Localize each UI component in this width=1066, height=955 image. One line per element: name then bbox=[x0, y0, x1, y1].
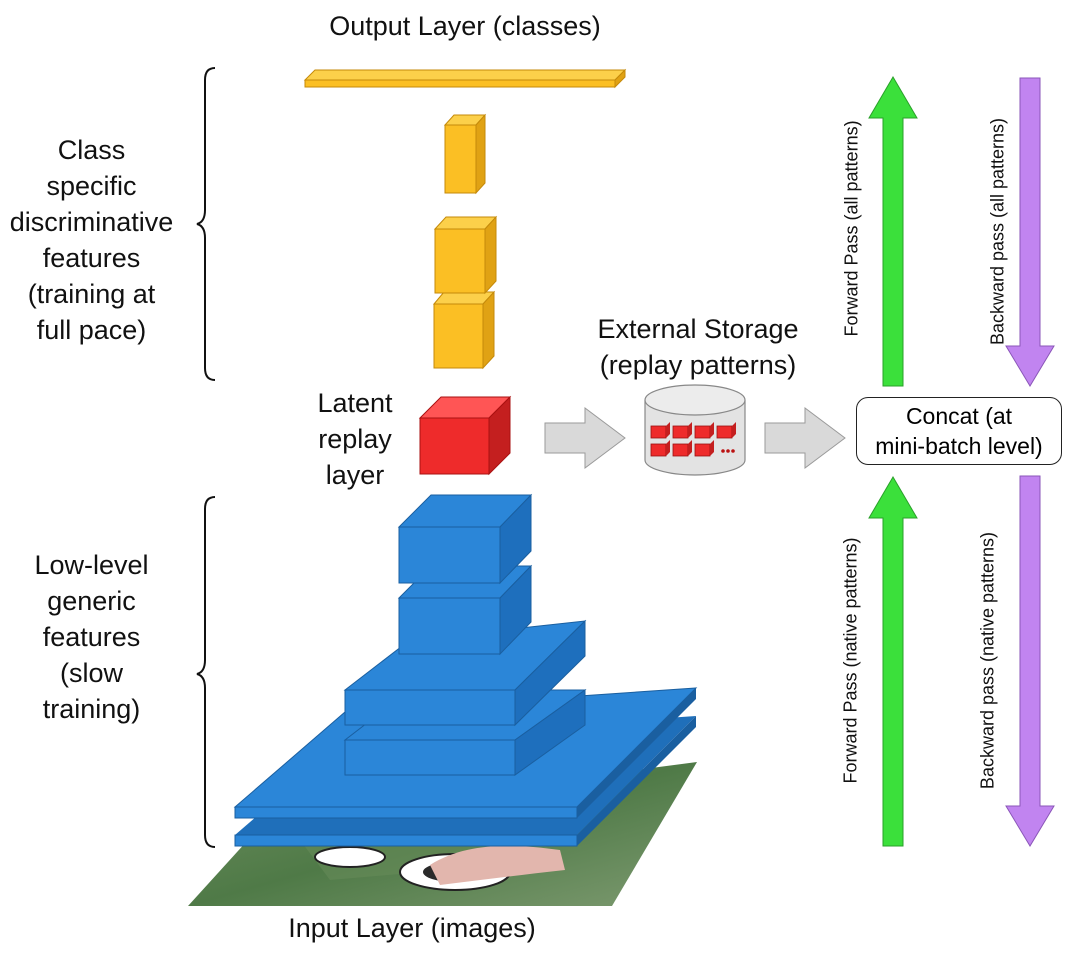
lowlevel-layers bbox=[233, 493, 698, 847]
backward-all-label: Backward pass (all patterns) bbox=[987, 117, 1008, 346]
external-storage-icon bbox=[644, 384, 746, 476]
output-layer-label: Output Layer (classes) bbox=[329, 11, 601, 41]
concat-box: Concat (at mini-batch level) bbox=[856, 397, 1062, 465]
latent-to-storage-arrow bbox=[544, 407, 626, 469]
latent-layer-cube bbox=[418, 395, 512, 476]
forward-native-arrow bbox=[868, 476, 918, 847]
backward-native-label: Backward pass (native patterns) bbox=[977, 531, 998, 790]
lowlevel-features-label: Low-level generic features (slow trainin… bbox=[34, 550, 149, 724]
backward-all-arrow bbox=[1005, 77, 1055, 387]
class-features-brace bbox=[196, 67, 216, 381]
backward-native-arrow bbox=[1005, 475, 1055, 847]
external-storage-label: External Storage (replay patterns) bbox=[597, 314, 799, 380]
class-features-label: Class specific discriminative features (… bbox=[9, 135, 174, 345]
input-layer-label: Input Layer (images) bbox=[288, 913, 536, 943]
forward-all-label: Forward Pass (all patterns) bbox=[841, 120, 862, 337]
latent-layer-label: Latent replay layer bbox=[317, 388, 393, 490]
storage-to-concat-arrow bbox=[764, 407, 846, 469]
forward-native-label: Forward Pass (native patterns) bbox=[840, 537, 861, 784]
forward-all-arrow bbox=[868, 76, 918, 387]
lowlevel-features-brace bbox=[196, 496, 216, 848]
output-layers bbox=[303, 68, 627, 370]
